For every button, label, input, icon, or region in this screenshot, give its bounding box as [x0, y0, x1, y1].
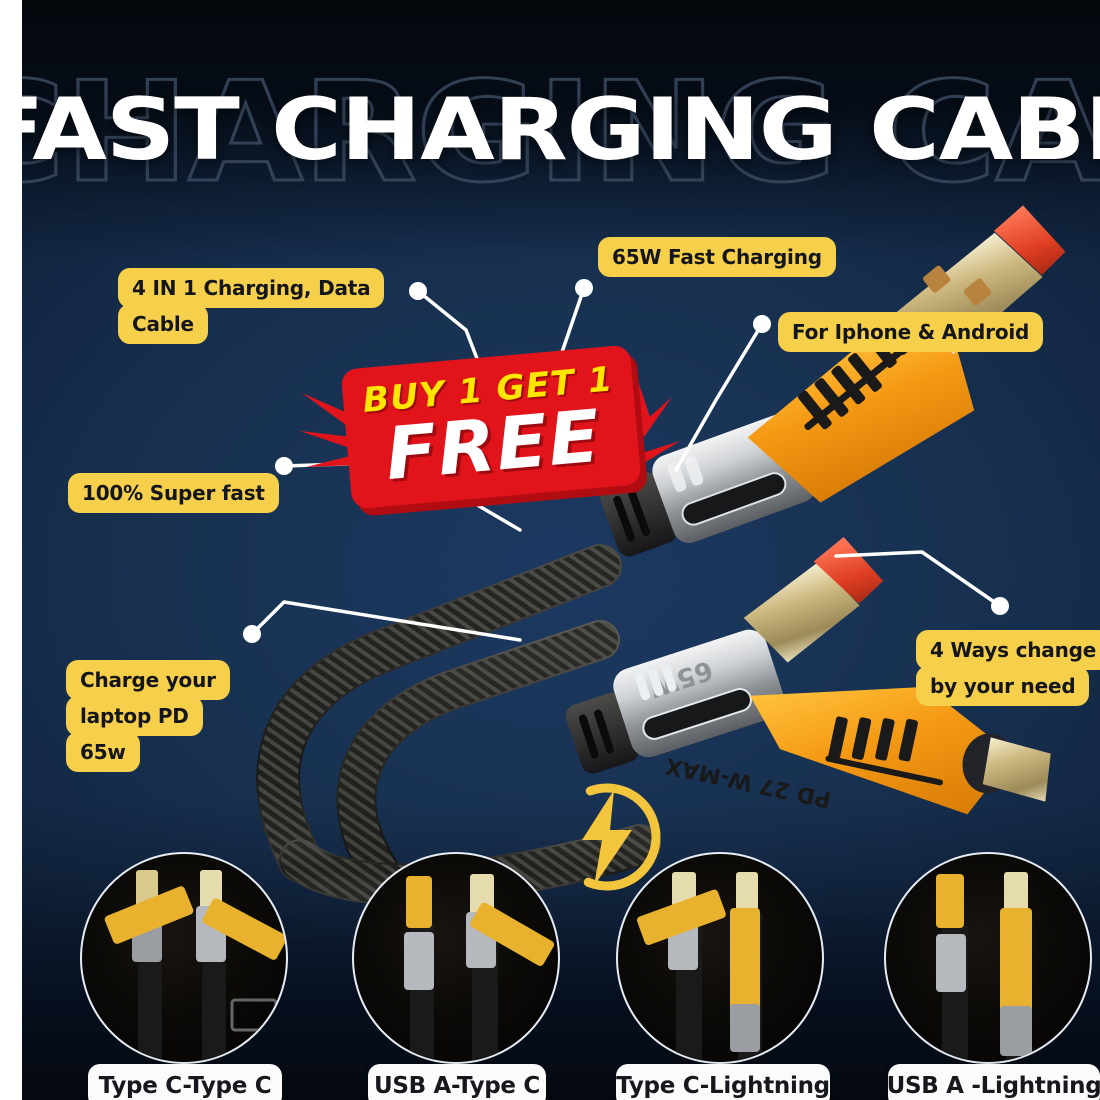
feature-label-four-ways: 4 Ways change by your need — [916, 630, 1100, 706]
variant-thumb-usb-a-lightning[interactable] — [884, 852, 1092, 1064]
variant-illustration — [936, 872, 1032, 1062]
page-title: FAST CHARGING CABLE — [0, 80, 1100, 180]
variant-thumb-usb-a-type-c[interactable] — [352, 852, 560, 1064]
feature-line: 100% Super fast — [68, 473, 279, 513]
feature-line: 4 IN 1 Charging, Data — [118, 268, 385, 308]
variant-caption-type-c-type-c: Type C-Type C — [88, 1064, 282, 1100]
burst-lines-icon — [300, 375, 680, 467]
promo-card: BUY 1 GET 1 FREE — [340, 344, 642, 510]
variant-caption-usb-a-lightning: USB A -Lightning — [887, 1064, 1100, 1100]
variant-thumb-type-c-type-c[interactable] — [80, 852, 288, 1064]
feature-label-iphone-android: For Iphone & Android — [778, 312, 1044, 352]
feature-line: laptop PD — [66, 696, 203, 736]
feature-line: For Iphone & Android — [778, 312, 1044, 352]
feature-label-four-in-one: 4 IN 1 Charging, Data Cable — [118, 268, 385, 344]
background-top-vignette — [22, 0, 1100, 260]
left-white-strip — [0, 0, 22, 1100]
lightning-bolt-icon — [553, 783, 661, 891]
feature-line: by your need — [916, 666, 1090, 706]
feature-line: 65W Fast Charging — [598, 237, 836, 277]
feature-line: 65w — [66, 732, 140, 772]
feature-label-65w-fast-charging: 65W Fast Charging — [598, 237, 836, 277]
promo-bottom-line: FREE — [381, 393, 604, 497]
feature-line: Cable — [118, 304, 208, 344]
variant-caption-usb-a-type-c: USB A-Type C — [368, 1064, 546, 1100]
feature-line: 4 Ways change — [916, 630, 1100, 670]
variant-caption-type-c-lightning: Type C-Lightning — [616, 1064, 830, 1100]
svg-text:PD 27 W-MAX: PD 27 W-MAX — [663, 752, 833, 812]
ghost-title: CHARGING CABLE — [0, 51, 1100, 215]
variant-illustration — [636, 872, 762, 1062]
variant-illustration — [404, 874, 555, 1062]
variant-thumb-type-c-lightning[interactable] — [616, 852, 824, 1064]
feature-label-super-fast: 100% Super fast — [68, 473, 279, 513]
feature-line: Charge your — [66, 660, 230, 700]
feature-label-laptop-pd: Charge your laptop PD 65w — [66, 660, 230, 772]
variant-illustration — [104, 870, 286, 1062]
promo-badge[interactable]: BUY 1 GET 1 FREE — [300, 344, 680, 515]
